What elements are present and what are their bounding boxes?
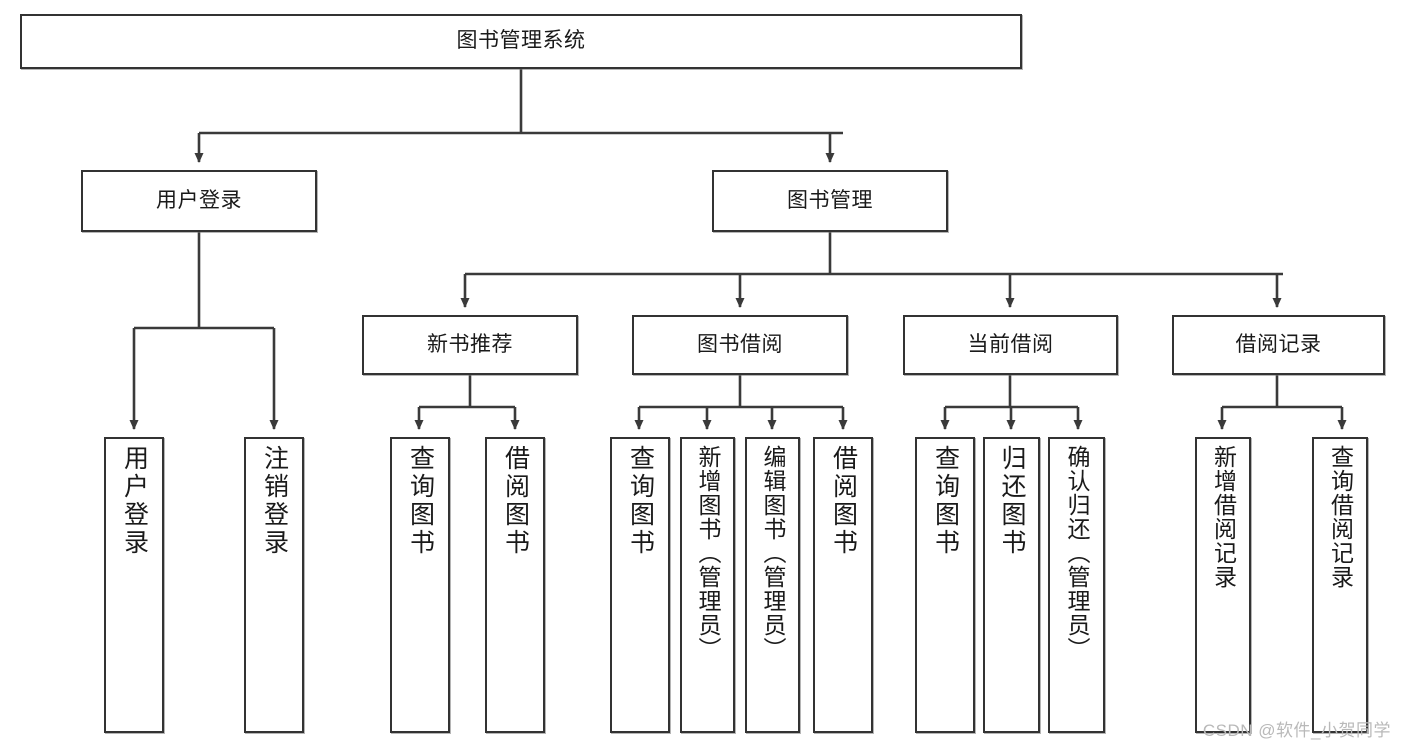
leaf-user-logout-label: 注销登录 xyxy=(260,445,289,557)
leaf-br-add-record-label: 新增借阅记录 xyxy=(1210,445,1237,589)
leaf-rec-query-book-label: 查询图书 xyxy=(406,445,435,557)
leaf-rec-borrow-book[interactable]: 借阅图书 xyxy=(485,437,545,733)
leaf-cb-confirm-return-label: 确认归还（管理员） xyxy=(1064,445,1090,661)
node-root-label: 图书管理系统 xyxy=(456,29,586,53)
node-book-borrow-label: 图书借阅 xyxy=(697,332,783,356)
node-book-borrow[interactable]: 图书借阅 xyxy=(632,315,848,375)
leaf-cb-confirm-return[interactable]: 确认归还（管理员） xyxy=(1048,437,1105,733)
leaf-br-query-record-label: 查询借阅记录 xyxy=(1327,445,1354,589)
leaf-user-login-label: 用户登录 xyxy=(120,445,149,557)
node-borrow-record[interactable]: 借阅记录 xyxy=(1172,315,1385,375)
leaf-cb-query-book[interactable]: 查询图书 xyxy=(915,437,975,733)
leaf-bb-add-book[interactable]: 新增图书（管理员） xyxy=(680,437,735,733)
leaf-cb-query-book-label: 查询图书 xyxy=(931,445,960,557)
leaf-cb-return-book-label: 归还图书 xyxy=(998,445,1026,557)
leaf-rec-query-book[interactable]: 查询图书 xyxy=(390,437,450,733)
node-book-management[interactable]: 图书管理 xyxy=(712,170,948,232)
leaf-br-query-record[interactable]: 查询借阅记录 xyxy=(1312,437,1368,733)
leaf-bb-borrow-book-label: 借阅图书 xyxy=(829,445,858,557)
leaf-user-login[interactable]: 用户登录 xyxy=(104,437,164,733)
node-current-borrow-label: 当前借阅 xyxy=(967,332,1054,356)
leaf-bb-add-book-label: 新增图书（管理员） xyxy=(695,445,721,661)
node-book-management-label: 图书管理 xyxy=(787,188,873,212)
node-user-login-label: 用户登录 xyxy=(156,188,242,212)
node-new-book-recommend[interactable]: 新书推荐 xyxy=(362,315,578,375)
leaf-bb-query-book[interactable]: 查询图书 xyxy=(610,437,670,733)
node-current-borrow[interactable]: 当前借阅 xyxy=(903,315,1118,375)
leaf-rec-borrow-book-label: 借阅图书 xyxy=(501,445,530,557)
leaf-bb-borrow-book[interactable]: 借阅图书 xyxy=(813,437,873,733)
leaf-bb-edit-book[interactable]: 编辑图书（管理员） xyxy=(745,437,800,733)
leaf-cb-return-book[interactable]: 归还图书 xyxy=(983,437,1040,733)
leaf-bb-query-book-label: 查询图书 xyxy=(626,445,655,557)
leaf-bb-edit-book-label: 编辑图书（管理员） xyxy=(760,445,786,661)
leaf-user-logout[interactable]: 注销登录 xyxy=(244,437,304,733)
node-user-login[interactable]: 用户登录 xyxy=(81,170,317,232)
node-root[interactable]: 图书管理系统 xyxy=(20,14,1022,69)
node-borrow-record-label: 借阅记录 xyxy=(1235,332,1322,356)
node-new-book-recommend-label: 新书推荐 xyxy=(427,332,513,356)
leaf-br-add-record[interactable]: 新增借阅记录 xyxy=(1195,437,1251,733)
